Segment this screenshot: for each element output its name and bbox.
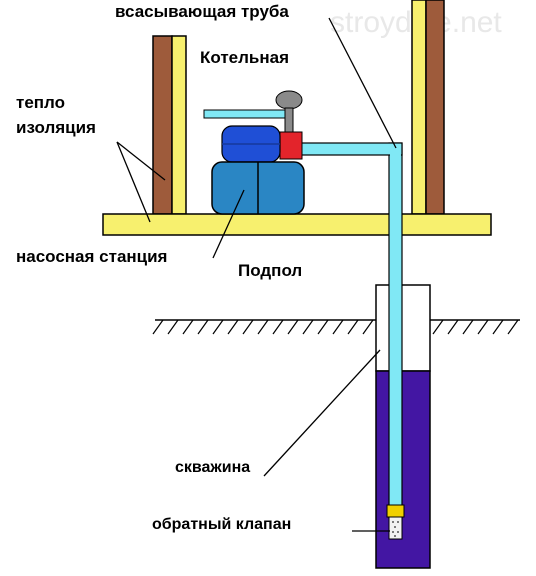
- right-wall-insulation: [411, 0, 427, 215]
- leader-lines: [116, 17, 397, 532]
- right-wall-brick: [425, 0, 445, 215]
- suction-pipe-elbow: [390, 144, 401, 156]
- left-wall: [152, 35, 187, 215]
- check-valve: [386, 504, 405, 540]
- pressure-gauge: [275, 90, 303, 110]
- ground-hatching: [152, 319, 519, 335]
- suction-pipe: [299, 142, 403, 519]
- suction-pipe-horizontal: [299, 142, 403, 156]
- suction-pipe-vertical: [388, 142, 403, 519]
- leader-insulation-floor: [116, 141, 151, 223]
- label-crawl-space: Подпол: [238, 261, 302, 280]
- right-wall: [411, 0, 445, 215]
- pump-station: [203, 90, 305, 215]
- label-suction-pipe: всасывающая труба: [115, 2, 289, 21]
- leader-suction-pipe: [328, 17, 397, 149]
- label-pump-station: насосная станция: [16, 247, 167, 266]
- leader-well: [263, 349, 381, 477]
- label-check-valve: обратный клапан: [152, 516, 291, 533]
- check-valve-body: [386, 504, 405, 518]
- left-wall-insulation: [171, 35, 187, 215]
- floor-slab: [102, 213, 492, 236]
- label-well: скважина: [175, 459, 250, 476]
- ground: [152, 319, 520, 335]
- discharge-pipe: [203, 109, 293, 119]
- well-water: [375, 370, 431, 569]
- pressure-relay: [279, 131, 303, 160]
- label-insulation-line2: изоляция: [16, 118, 96, 137]
- gauge-stem: [284, 107, 294, 133]
- label-insulation-line1: тепло: [16, 93, 65, 112]
- well-casing: [375, 284, 431, 372]
- leader-insulation-wall: [116, 141, 166, 181]
- label-boiler-room: Котельная: [200, 48, 289, 67]
- leader-pump-station: [212, 189, 245, 259]
- left-wall-brick: [152, 35, 173, 215]
